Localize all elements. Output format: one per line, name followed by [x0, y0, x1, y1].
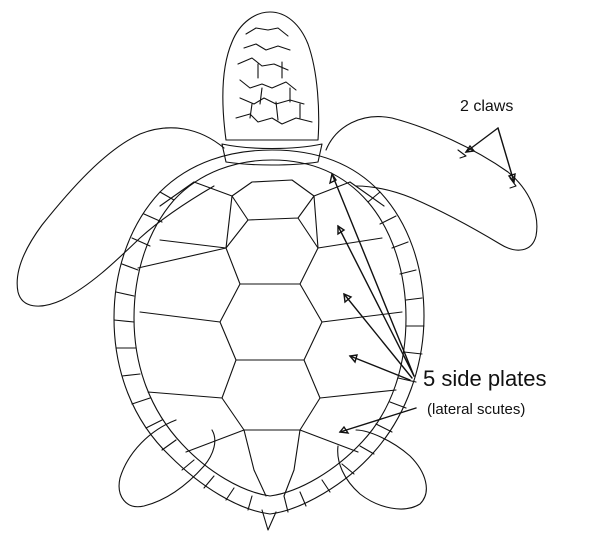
- side-plate-arrows: [330, 174, 416, 433]
- claws-label: 2 claws: [460, 98, 513, 116]
- shell-outline: [114, 150, 424, 514]
- lateral-scutes-label: (lateral scutes): [427, 401, 525, 418]
- vertebral-scutes: [220, 180, 322, 496]
- left-front-flipper: [17, 128, 224, 306]
- claw-arrows: [466, 128, 515, 182]
- head: [223, 12, 319, 140]
- right-front-flipper: [326, 117, 537, 250]
- left-hind-flipper: [119, 420, 215, 507]
- costal-scutes-left: [138, 182, 244, 452]
- head-scales: [236, 28, 312, 124]
- neck: [222, 144, 322, 165]
- claw-1: [458, 150, 466, 158]
- side-plates-label: 5 side plates: [423, 366, 547, 392]
